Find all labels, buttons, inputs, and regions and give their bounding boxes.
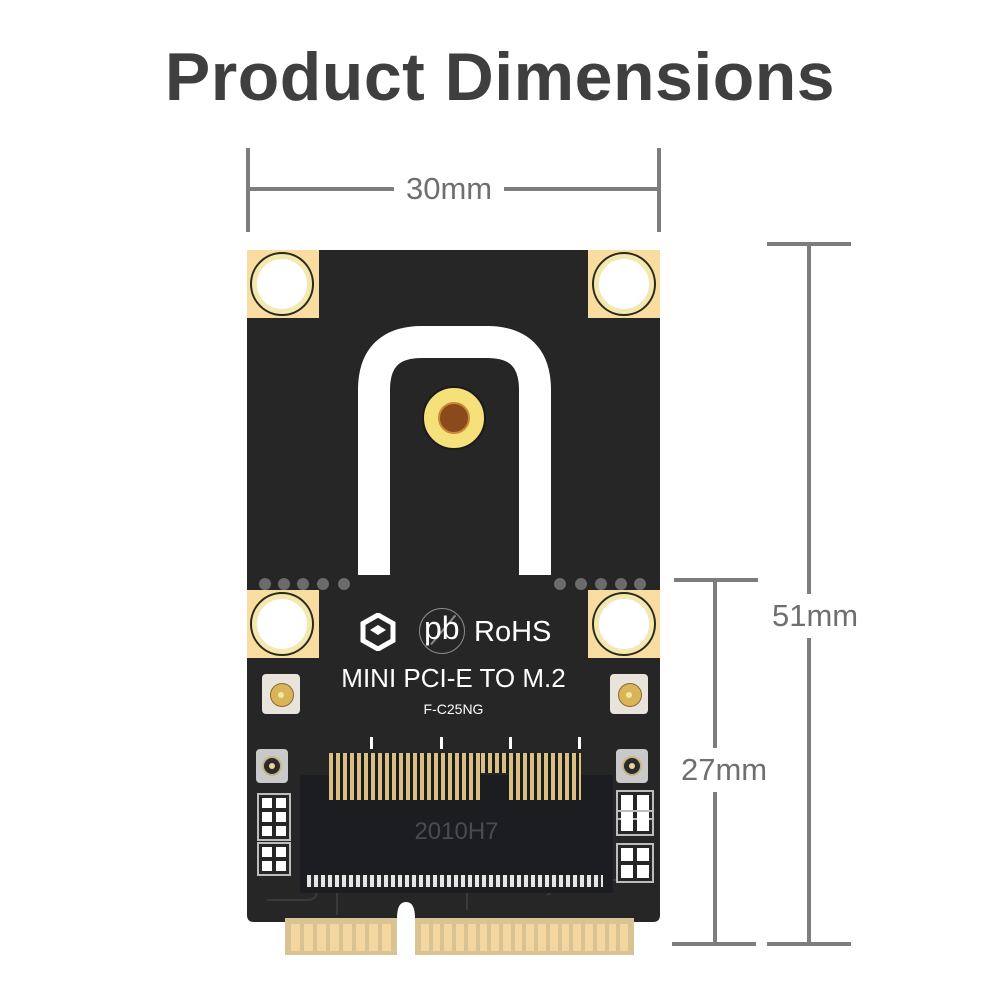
mounting-pad-top-left bbox=[247, 250, 319, 318]
via-dot bbox=[338, 578, 350, 590]
product-name-text: MINI PCI-E TO M.2 bbox=[341, 663, 566, 693]
antenna-connector-aux-left-icon bbox=[256, 749, 288, 783]
via-dot bbox=[259, 578, 271, 590]
m2-slot-key-pins bbox=[481, 753, 509, 773]
screw-standoff-icon bbox=[422, 386, 486, 450]
via-dot bbox=[575, 578, 587, 590]
antenna-connector-main-right-icon bbox=[610, 674, 648, 714]
m2-slot-pins-right bbox=[509, 753, 581, 800]
rohs-text: RoHS bbox=[474, 616, 552, 648]
height-dim-label: 51mm bbox=[764, 594, 867, 638]
via-dot bbox=[634, 578, 646, 590]
width-dim-label: 30mm bbox=[394, 171, 505, 207]
partial-dim-label: 27mm bbox=[675, 748, 774, 792]
connector-marking-text: 2010H7 bbox=[414, 818, 499, 845]
mounting-pad-top-right bbox=[588, 250, 660, 318]
via-dot bbox=[278, 578, 290, 590]
width-dim-right-tick bbox=[657, 148, 661, 232]
m2-slot-pins-left bbox=[329, 753, 481, 800]
page-title: Product Dimensions bbox=[164, 39, 836, 115]
lead-free-text: pb bbox=[424, 610, 460, 646]
edge-connector-fingers-right bbox=[415, 918, 634, 955]
smd-pad-grid-left-bottom bbox=[257, 842, 291, 876]
via-dot bbox=[317, 578, 329, 590]
adapter-board: pb RoHS MINI PCI-E TO M.2 F-C25NG 2010H7 bbox=[247, 250, 660, 955]
mounting-hole bbox=[594, 594, 654, 654]
mounting-pad-mid-left bbox=[247, 590, 319, 658]
height-dim-bottom-tick bbox=[767, 942, 851, 946]
alignment-tick bbox=[370, 737, 373, 749]
model-number-text: F-C25NG bbox=[423, 701, 484, 717]
edge-connector-fingers-left bbox=[285, 918, 397, 955]
via-dot bbox=[595, 578, 607, 590]
mounting-hole bbox=[594, 254, 654, 314]
partial-dim-bottom-tick bbox=[672, 942, 756, 946]
via-dot bbox=[615, 578, 627, 590]
brand-hexagon-logo-icon bbox=[360, 613, 396, 651]
alignment-tick bbox=[578, 737, 581, 749]
via-dot bbox=[554, 578, 566, 590]
antenna-connector-aux-right-icon bbox=[616, 749, 648, 783]
m2-slot-solder-leads bbox=[307, 875, 603, 887]
via-dot bbox=[297, 578, 309, 590]
smd-pad-grid-right-b bbox=[616, 810, 654, 836]
mounting-pad-mid-right bbox=[588, 590, 660, 658]
alignment-tick bbox=[509, 737, 512, 749]
antenna-connector-main-left-icon bbox=[262, 674, 300, 714]
lead-free-mark-icon bbox=[419, 608, 465, 654]
alignment-tick bbox=[440, 737, 443, 749]
mounting-hole bbox=[252, 594, 312, 654]
smd-pad-grid-left-top bbox=[257, 793, 291, 841]
mounting-hole bbox=[252, 254, 312, 314]
smd-pad-grid-right-c bbox=[616, 843, 654, 883]
